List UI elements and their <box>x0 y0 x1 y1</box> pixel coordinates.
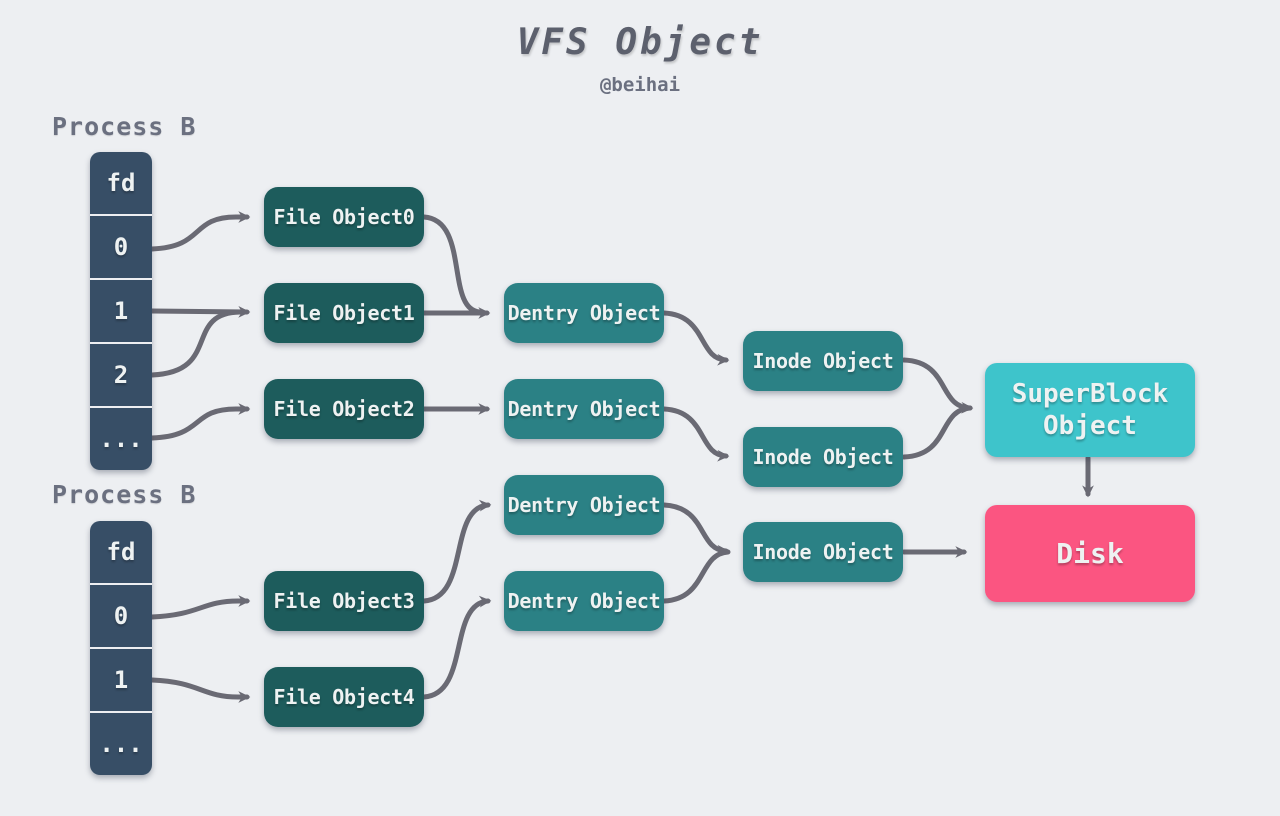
edge-dentry1-inode1 <box>661 310 730 366</box>
diagram-title: VFS Object <box>516 22 764 63</box>
fd-cell-ellipsis: ... <box>90 408 152 470</box>
edge-fd2-1-file4 <box>149 677 251 703</box>
edge-inode2-superblock <box>901 405 973 460</box>
edge-dentry2-inode2 <box>661 406 730 462</box>
edge-fd1-1-file1 <box>149 306 251 318</box>
fd-cell-2: 2 <box>90 344 152 406</box>
edge-fd1-0-file0 <box>149 211 251 252</box>
fd-cell-0: 0 <box>90 216 152 278</box>
edge-file0-dentry1 <box>421 214 483 315</box>
dentry-object1-node: Dentry Object <box>504 283 664 343</box>
fd-table-1: fd 0 1 2 ... <box>90 152 152 470</box>
fd-cell-1: 1 <box>90 280 152 342</box>
disk-node: Disk <box>985 505 1195 602</box>
edge-dentry3-inode3 <box>661 502 730 557</box>
fd-table-2: fd 0 1 ... <box>90 521 152 775</box>
fd-cell-header: fd <box>90 152 152 214</box>
edge-file4-dentry4 <box>421 595 492 700</box>
fd-cell-0: 0 <box>90 585 152 647</box>
inode-object3-node: Inode Object <box>743 522 903 582</box>
fd-cell-ellipsis: ... <box>90 713 152 775</box>
edge-file3-dentry3 <box>421 499 492 604</box>
diagram-author: @beihai <box>599 74 681 96</box>
fd-cell-header: fd <box>90 521 152 583</box>
process-label-2: Process B <box>52 480 197 509</box>
file-object4-node: File Object4 <box>264 667 424 727</box>
edge-fd1-dots-file2 <box>149 403 251 441</box>
edge-fd2-0-file3 <box>149 595 251 620</box>
fd-cell-1: 1 <box>90 649 152 711</box>
dentry-object3-node: Dentry Object <box>504 475 664 535</box>
file-object2-node: File Object2 <box>264 379 424 439</box>
edge-inode1-superblock <box>901 357 974 414</box>
file-object3-node: File Object3 <box>264 571 424 631</box>
edge-fd1-2-file1 <box>149 309 243 378</box>
inode-object1-node: Inode Object <box>743 331 903 391</box>
superblock-object-node: SuperBlock Object <box>985 363 1195 457</box>
dentry-object4-node: Dentry Object <box>504 571 664 631</box>
file-object1-node: File Object1 <box>264 283 424 343</box>
file-object0-node: File Object0 <box>264 187 424 247</box>
dentry-object2-node: Dentry Object <box>504 379 664 439</box>
edge-dentry4-inode3 <box>661 549 731 604</box>
process-label-1: Process B <box>52 112 197 141</box>
inode-object2-node: Inode Object <box>743 427 903 487</box>
